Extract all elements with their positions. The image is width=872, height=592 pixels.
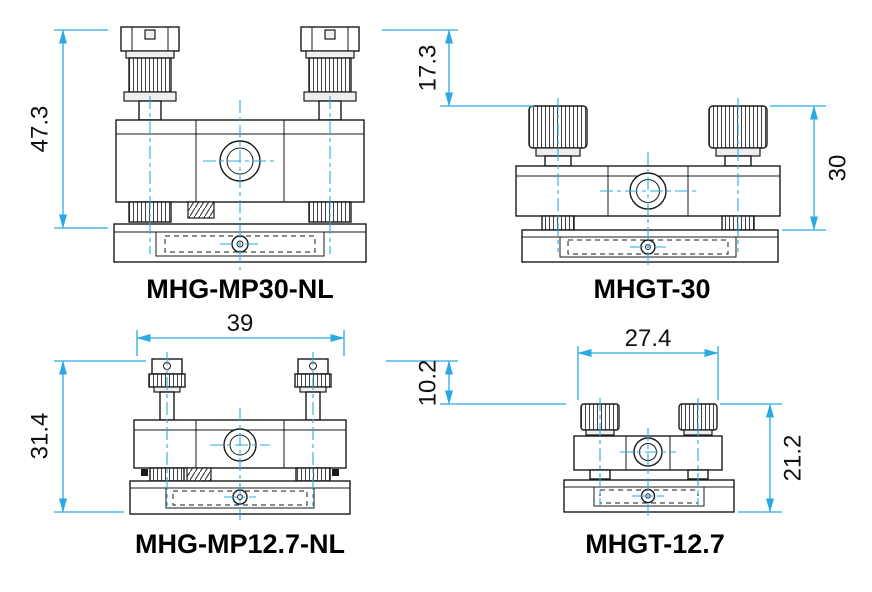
- spring-and-feet: [128, 201, 352, 223]
- figure-mhgt-12-7: 27.4 10.2 21.2 MHGT-12.7: [386, 325, 807, 559]
- knurled-knob: [128, 57, 172, 93]
- pad: [141, 469, 148, 476]
- figure-mhgt-30: 17.3 30 MHGT-30: [382, 29, 852, 304]
- dimension-top-offset: 10.2: [386, 360, 566, 407]
- dimension-width: 27.4: [577, 325, 719, 400]
- centerlines: [149, 96, 331, 270]
- dimension-value-height: 47.3: [27, 106, 54, 153]
- screw-tips: [589, 469, 709, 480]
- spring: [186, 467, 212, 482]
- dimension-height: 31.4: [27, 360, 146, 513]
- figure-mhg-mp12-7-nl: 39 31.4 MHG-MP12.7-NL: [27, 310, 351, 559]
- dimension-top-offset: 17.3: [382, 29, 534, 107]
- screw-slot: [324, 29, 336, 40]
- figure-caption: MHG-MP30-NL: [146, 274, 334, 304]
- screw-slot: [144, 29, 156, 40]
- dimension-value-offset: 17.3: [415, 45, 442, 92]
- dimension-width: 39: [136, 310, 345, 356]
- figure-mhg-mp30-nl: 47.3 MHG-MP30-NL: [27, 26, 367, 304]
- dimension-value-width: 27.4: [625, 325, 672, 352]
- dimension-height: 47.3: [27, 29, 108, 229]
- centerlines: [599, 398, 699, 518]
- centerlines: [166, 352, 314, 520]
- dimension-height: 30: [770, 105, 852, 231]
- dimension-height: 21.2: [720, 403, 807, 513]
- knurled-knob: [308, 57, 352, 93]
- dimension-value-width: 39: [227, 310, 254, 337]
- dimension-value-height: 30: [825, 155, 852, 182]
- spring-and-feet: [141, 467, 339, 482]
- dimension-value-height: 21.2: [780, 435, 807, 482]
- left-thumbscrew: [120, 26, 180, 121]
- pad: [332, 469, 339, 476]
- base-clamp: [521, 229, 779, 263]
- figure-caption: MHGT-12.7: [585, 529, 725, 559]
- spring: [187, 201, 215, 219]
- figure-caption: MHGT-30: [593, 274, 710, 304]
- dimension-value-height: 31.4: [27, 413, 54, 460]
- centerlines: [557, 98, 739, 268]
- figure-caption: MHG-MP12.7-NL: [135, 529, 345, 559]
- dimension-value-offset: 10.2: [415, 360, 442, 407]
